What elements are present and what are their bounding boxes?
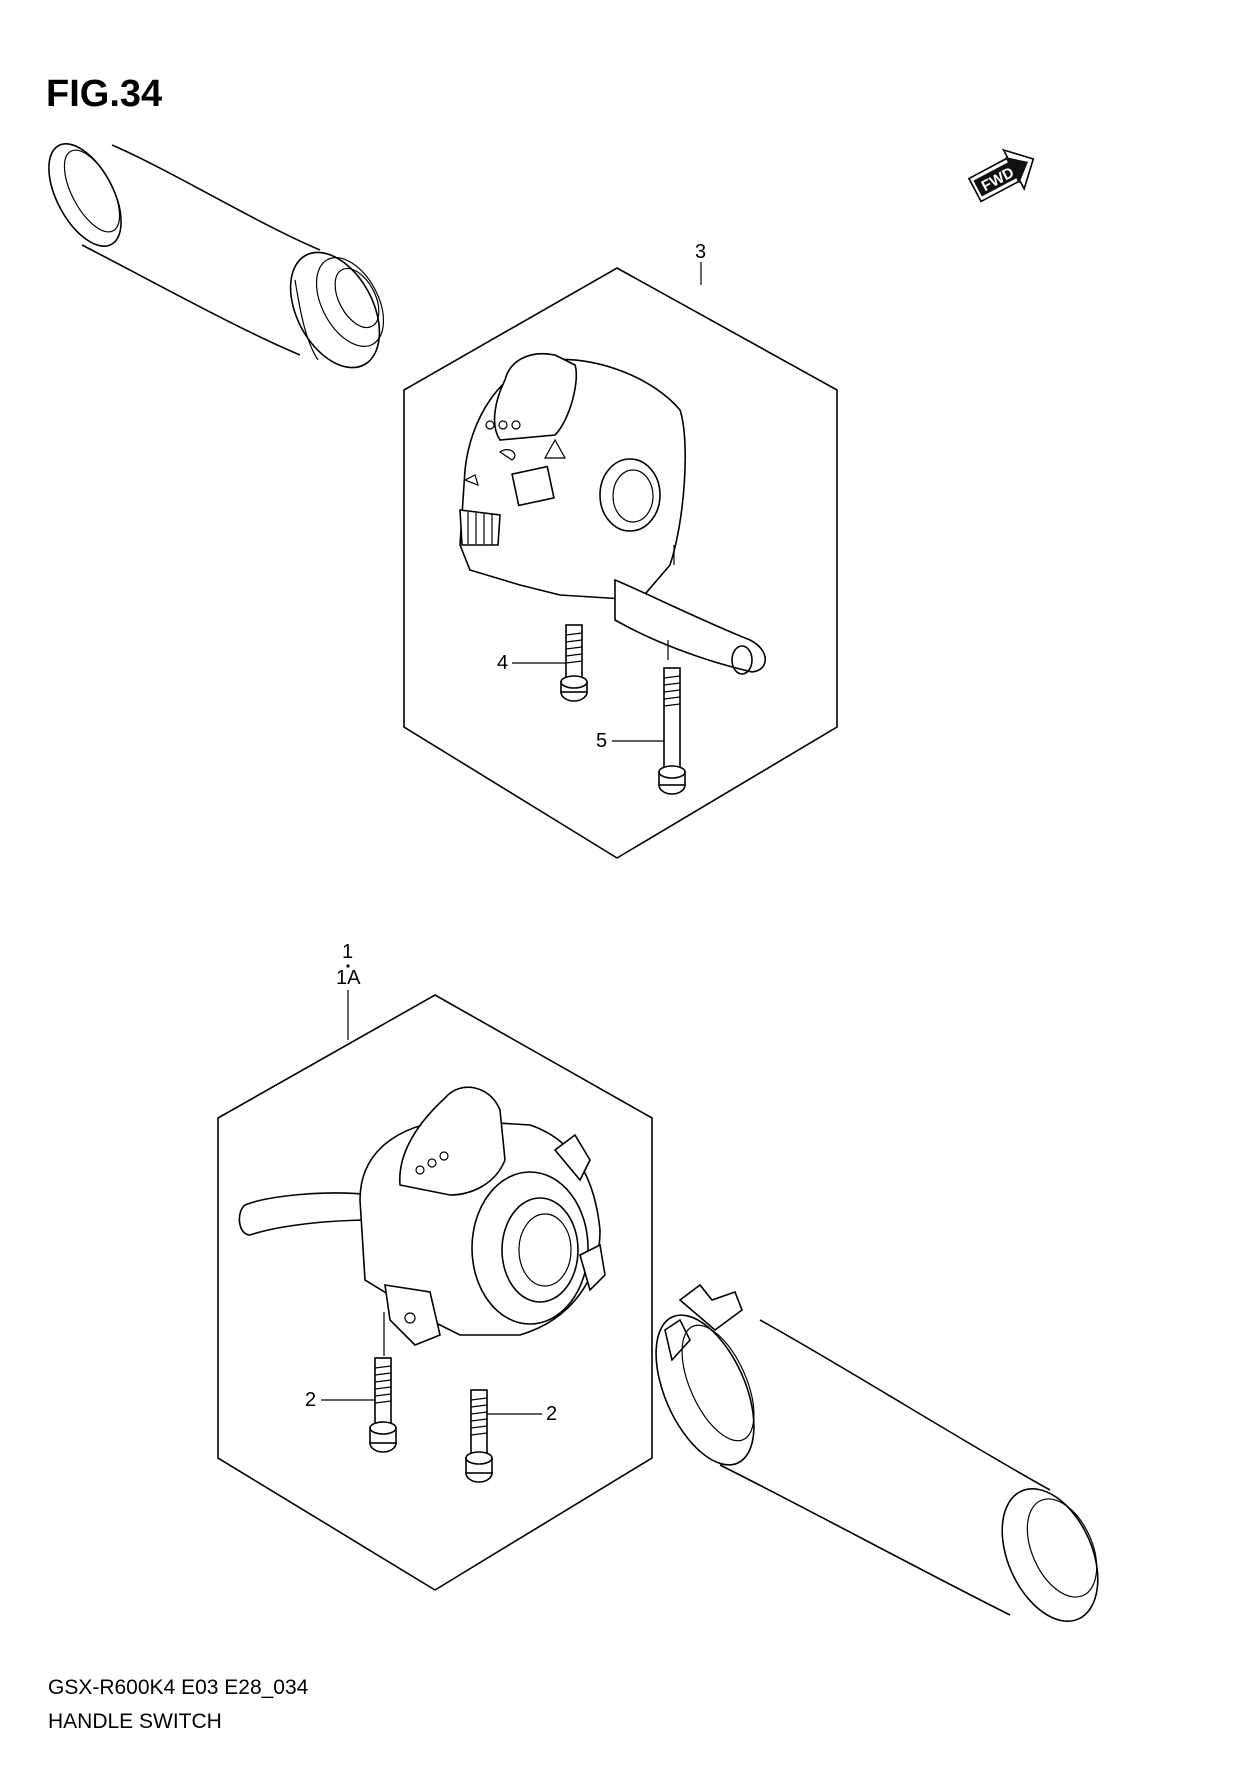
callout-3: 3 xyxy=(695,241,706,263)
right-grip-illustration xyxy=(655,1283,1099,1622)
screw-item-2-right xyxy=(465,1389,493,1483)
screw-item-4 xyxy=(560,624,588,702)
callout-2-left: 2 xyxy=(305,1389,316,1411)
callout-1a: 1A xyxy=(336,967,361,989)
screw-item-2-left xyxy=(369,1357,397,1453)
callout-4: 4 xyxy=(497,652,508,674)
model-code: GSX-R600K4 E03 E28_034 xyxy=(48,1676,309,1699)
switch-assembly-box-right xyxy=(403,267,838,859)
left-handle-switch-illustration xyxy=(238,1086,606,1356)
left-grip-illustration xyxy=(48,143,385,369)
callout-2-right: 2 xyxy=(546,1403,557,1425)
fwd-arrow-icon: FWD xyxy=(967,148,1035,203)
figure-title: FIG.34 xyxy=(46,73,162,115)
diagram-name: HANDLE SWITCH xyxy=(48,1710,222,1733)
screw-item-5 xyxy=(658,667,686,795)
switch-assembly-box-left xyxy=(217,994,653,1591)
callout-1: 1 xyxy=(342,941,353,963)
callout-5: 5 xyxy=(596,730,607,752)
right-handle-switch-illustration xyxy=(459,353,767,675)
